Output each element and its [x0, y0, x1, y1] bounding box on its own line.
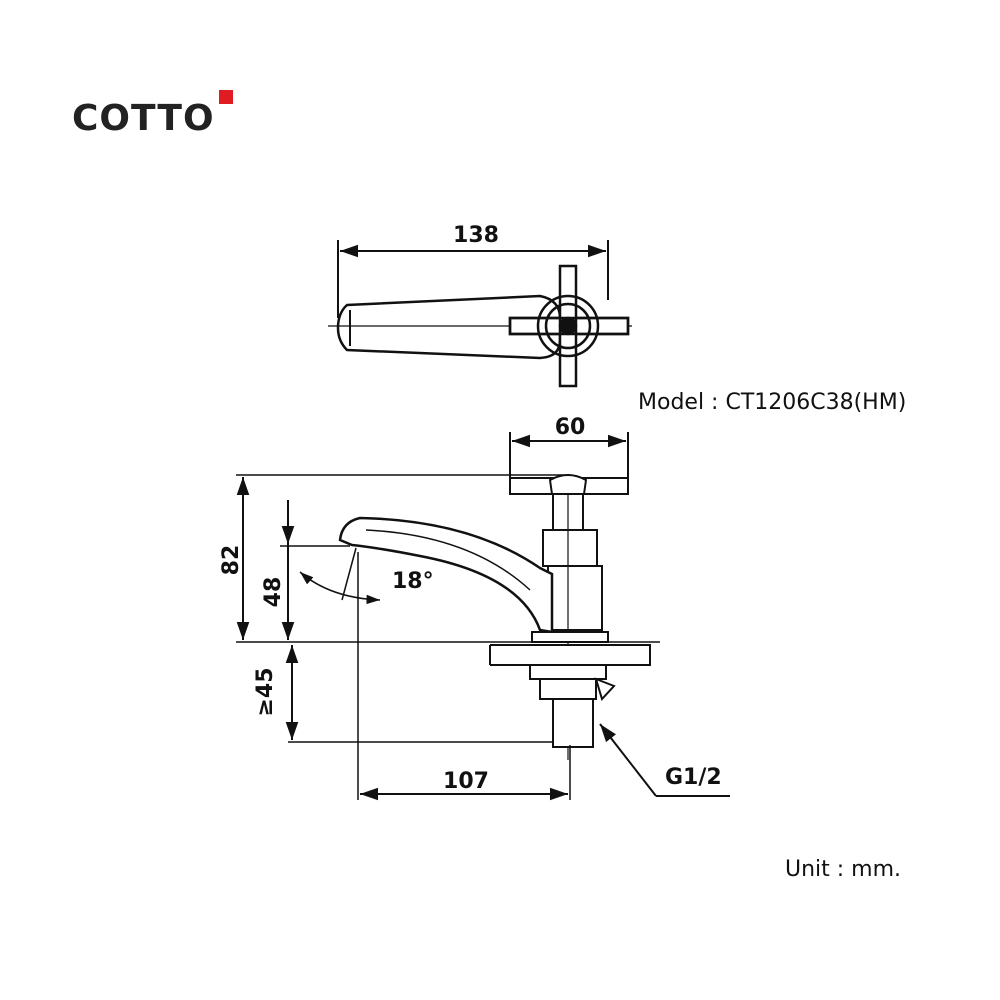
top-view — [328, 240, 632, 388]
dim-text-48: 48 — [261, 577, 286, 608]
side-view-spout — [338, 516, 554, 634]
dim-text-107: 107 — [443, 769, 489, 794]
leader-g12 — [599, 723, 657, 797]
unit-label: Unit : mm. — [785, 857, 902, 882]
dim-text-g12: G1/2 — [665, 765, 722, 790]
dim-text-82: 82 — [219, 545, 244, 576]
side-view — [236, 432, 730, 801]
brand-logo-accent — [219, 90, 233, 104]
model-label: Model : CT1206C38(HM) — [638, 390, 907, 415]
dim-text-138: 138 — [453, 223, 499, 248]
dim-text-60: 60 — [555, 415, 586, 440]
angle-arc-18 — [299, 571, 381, 605]
dim-text-angle: 18° — [392, 569, 434, 594]
top-view-cross-handle — [508, 264, 630, 388]
brand-logo: COTTO — [72, 98, 215, 139]
dim-text-45: ≥45 — [253, 667, 278, 716]
